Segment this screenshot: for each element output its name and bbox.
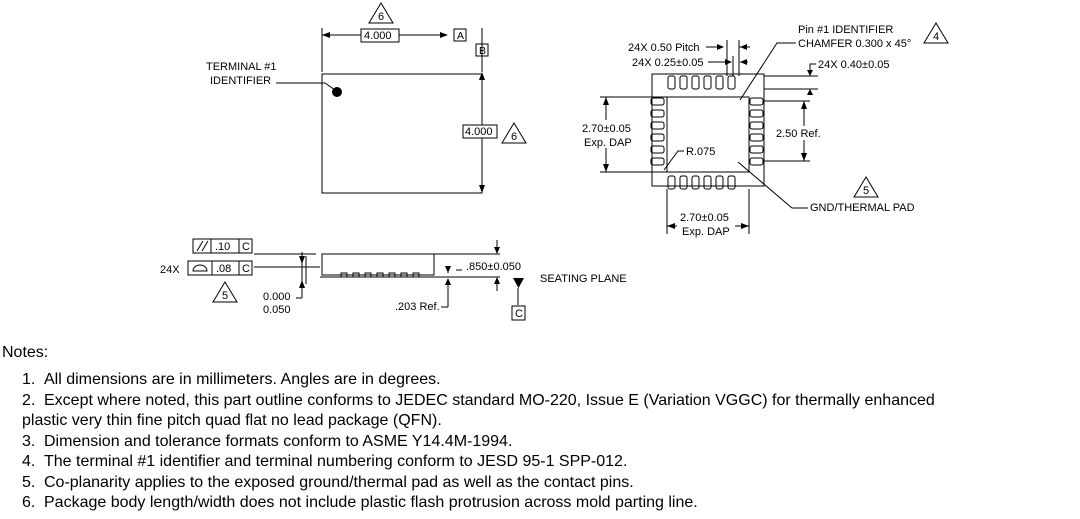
note-text: All dimensions are in millimeters. Angle… (44, 371, 441, 388)
note-item: 1. All dimensions are in millimeters. Ang… (22, 370, 1080, 391)
ref-250: 2.50 Ref. (776, 128, 821, 140)
note-number: 4. (22, 453, 36, 470)
dap-horizontal-line1: 2.70±0.05 (680, 212, 729, 224)
pin1-label-line2: CHAMFER 0.300 x 45° (798, 38, 911, 50)
note-number: 6. (22, 494, 36, 511)
terminal-label-line1: TERMINAL #1 (206, 61, 277, 73)
height-dim: .850±0.050 (466, 261, 521, 273)
note-item: 6. Package body length/width does not inc… (22, 493, 1080, 514)
pitch-label: 24X 0.50 Pitch (628, 42, 700, 54)
datum-b: B (479, 45, 486, 57)
note-item: 4. The terminal #1 identifier and termina… (22, 452, 1080, 473)
datum-a: A (457, 30, 464, 42)
standoff-line1: 0.000 (263, 291, 291, 303)
height-dimension: 4.000 (465, 126, 493, 138)
ref-203: .203 Ref. (395, 301, 440, 313)
note-text: Except where noted, this part outline co… (44, 391, 935, 409)
fcf1-datum: C (242, 241, 250, 253)
lead-length-label: 24X 0.40±0.05 (818, 59, 889, 71)
exposed-dap (666, 96, 750, 173)
note-item-continuation: plastic very thin fine pitch quad flat n… (22, 411, 1080, 432)
side-view: .10 C 24X .08 C 5 (160, 238, 627, 321)
note-text: The terminal #1 identifier and terminal … (44, 453, 628, 470)
dap-vertical-line1: 2.70±0.05 (582, 123, 631, 135)
note-text: Dimension and tolerance formats conform … (44, 432, 513, 450)
note-item: 2. Except where noted, this part outline … (22, 391, 1080, 412)
flag-5-bottom (853, 176, 879, 198)
width-dimension: 4.000 (364, 30, 392, 42)
note-number: 2. (22, 391, 36, 409)
fcf2-tolerance: .08 (216, 263, 231, 275)
package-drawing: TERMINAL #1 IDENTIFIER 4.000 A 6 B 4.000… (160, 2, 949, 321)
note-number: 1. (22, 371, 36, 388)
flag-6-side (501, 122, 527, 144)
fcf2-datum: C (242, 263, 250, 275)
package-body-top (321, 73, 483, 194)
note-number: 5. (22, 473, 36, 491)
svg-text:4: 4 (933, 31, 939, 43)
seating-plane-label: SEATING PLANE (540, 273, 627, 285)
note-text: Package body length/width does not inclu… (44, 494, 698, 511)
package-body-side (321, 253, 435, 276)
flag-5-side (212, 281, 238, 303)
pin1-label-line1: Pin #1 IDENTIFIER (798, 24, 893, 36)
svg-text:5: 5 (863, 185, 869, 197)
radius-label: R.075 (686, 146, 715, 158)
datum-c: C (515, 308, 523, 320)
gnd-label: GND/THERMAL PAD (810, 202, 915, 214)
note-item: 3. Dimension and tolerance formats confor… (22, 432, 1080, 453)
note-number: 3. (22, 432, 36, 450)
notes-title: Notes: (2, 344, 49, 361)
count-24x: 24X (160, 264, 180, 276)
notes-list: 1. All dimensions are in millimeters. Ang… (22, 370, 1080, 514)
standoff-line2: 0.050 (263, 304, 291, 316)
note-item: 5. Co-planarity applies to the exposed gr… (22, 473, 1080, 494)
terminal-label-line2: IDENTIFIER (210, 75, 271, 87)
svg-text:6: 6 (511, 131, 517, 143)
package-body-bottom (651, 73, 765, 187)
lead-width-label: 24X 0.25±0.05 (632, 57, 703, 69)
dap-vertical-line2: Exp. DAP (584, 137, 632, 149)
svg-text:5: 5 (222, 290, 228, 302)
note-text: plastic very thin fine pitch quad flat n… (22, 412, 442, 429)
fcf1-tolerance: .10 (215, 241, 230, 253)
flag-4 (923, 22, 949, 44)
note-text: Co-planarity applies to the exposed grou… (44, 473, 634, 491)
bottom-view: Pin #1 IDENTIFIER CHAMFER 0.300 x 45° 4 … (580, 22, 949, 239)
dap-horizontal-line2: Exp. DAP (682, 226, 730, 238)
svg-text:6: 6 (378, 11, 384, 23)
flag-6-top (368, 2, 394, 24)
top-view: TERMINAL #1 IDENTIFIER 4.000 A 6 B 4.000… (206, 2, 527, 194)
